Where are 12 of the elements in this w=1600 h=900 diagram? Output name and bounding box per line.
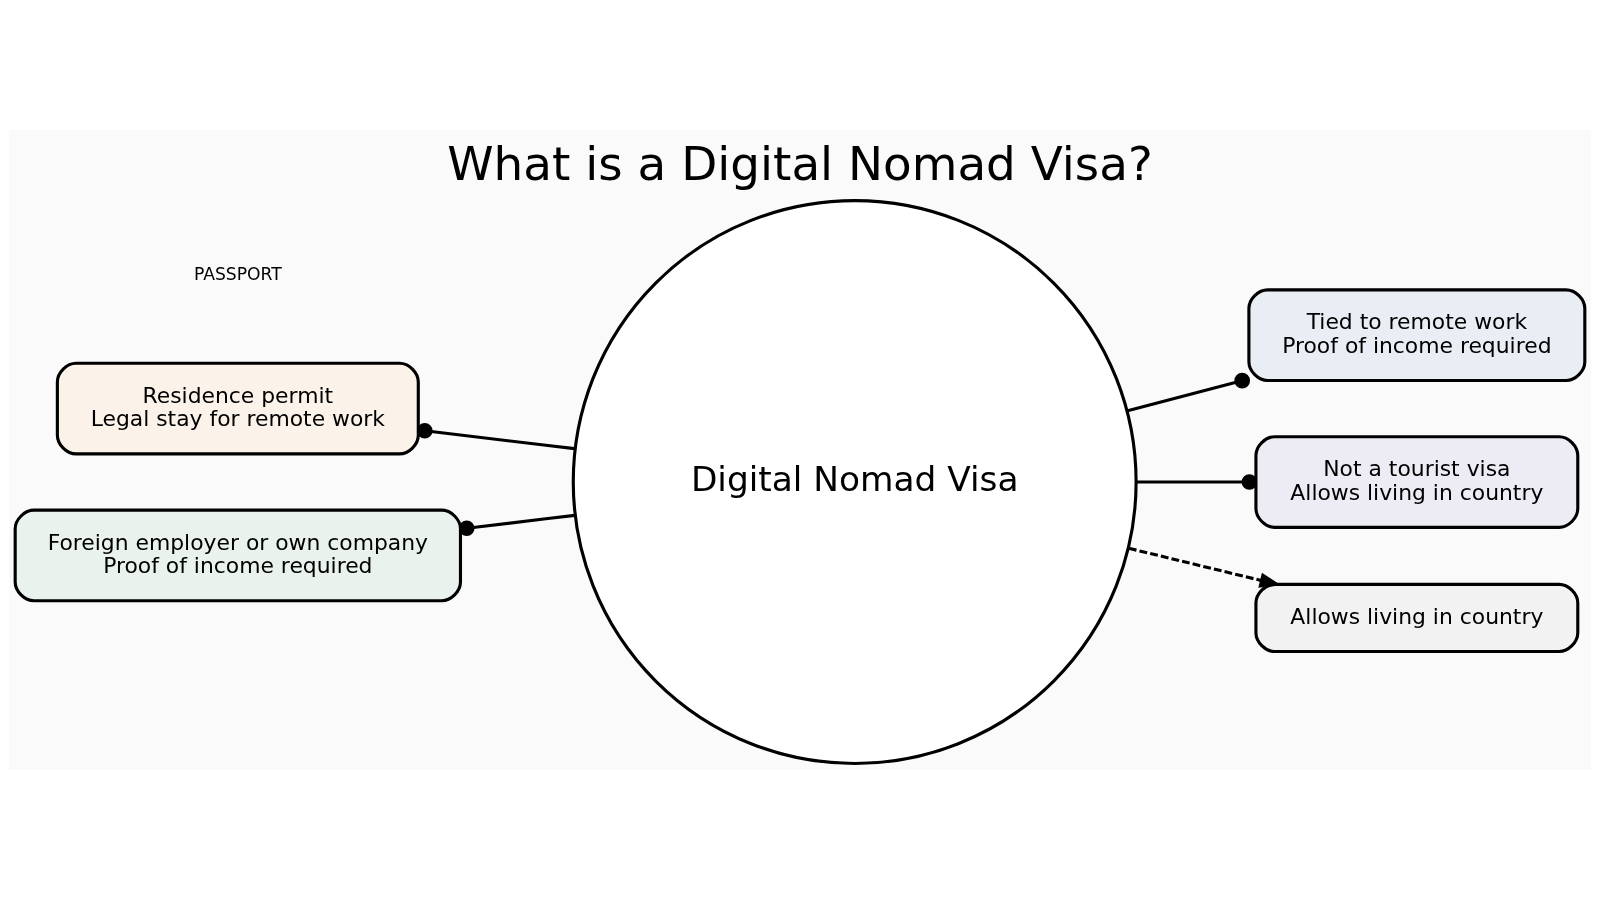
diagram-title: What is a Digital Nomad Visa? (447, 136, 1153, 191)
node-box: Tied to remote work Proof of income required (1247, 288, 1587, 383)
connector (458, 513, 576, 537)
connector (1127, 372, 1250, 413)
node-box: Residence permit Legal stay for remote work (55, 361, 420, 456)
label: PASSPORT (193, 264, 282, 285)
connector (416, 422, 575, 451)
node-box: Foreign employer or own company Proof of income required (13, 508, 463, 603)
node-box: Allows living in country (1254, 582, 1580, 654)
node-circle: Digital Nomad Visa (571, 199, 1138, 765)
connector (1136, 474, 1258, 490)
node-box: Not a tourist visa Allows living in country (1254, 435, 1580, 529)
